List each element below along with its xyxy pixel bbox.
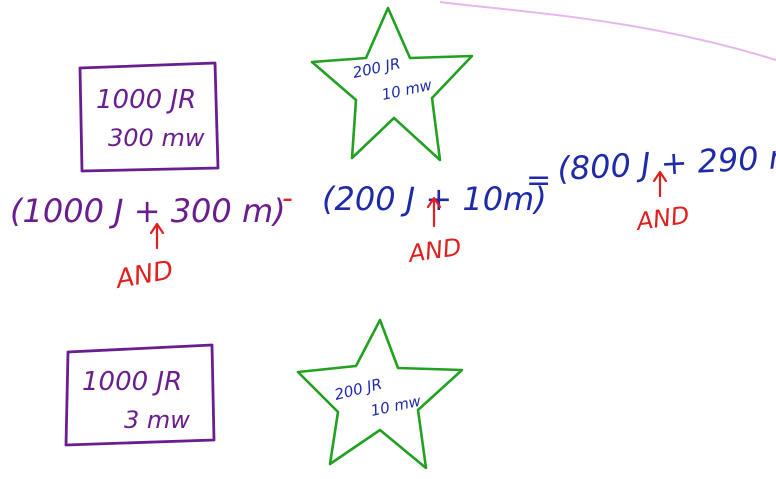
equation-equals: = (526, 163, 551, 198)
arrow-up-icon (652, 170, 668, 198)
pink-margin-stroke (439, 1, 776, 61)
top-box-line1: 1000 JR (96, 85, 196, 115)
bottom-star: 200 JR 10 mw (296, 318, 464, 470)
bottom-star-line1: 200 JR (333, 375, 384, 404)
bottom-box-line1: 1000 JR (82, 367, 182, 397)
equation-minus: - (282, 181, 293, 216)
arrow-up-icon (149, 222, 165, 250)
bottom-star-line2: 10 mw (369, 392, 423, 420)
and-label-1: AND (112, 255, 176, 295)
top-box: 1000 JR 300 mw (78, 61, 220, 173)
and-label-2: AND (405, 233, 463, 268)
top-star: 200 JR 10 mw (310, 6, 474, 162)
bottom-box: 1000 JR 3 mw (64, 343, 216, 447)
and-label-3: AND (633, 201, 691, 236)
and-annotation-1: AND (112, 222, 176, 295)
bottom-box-line2: 3 mw (124, 406, 190, 434)
arrow-up-icon (426, 196, 442, 228)
and-annotation-2: AND (405, 196, 463, 268)
top-box-line2: 300 mw (108, 124, 205, 152)
top-star-line2: 10 mw (380, 76, 434, 104)
equation-term1: (1000 J + 300 m) (10, 192, 286, 230)
